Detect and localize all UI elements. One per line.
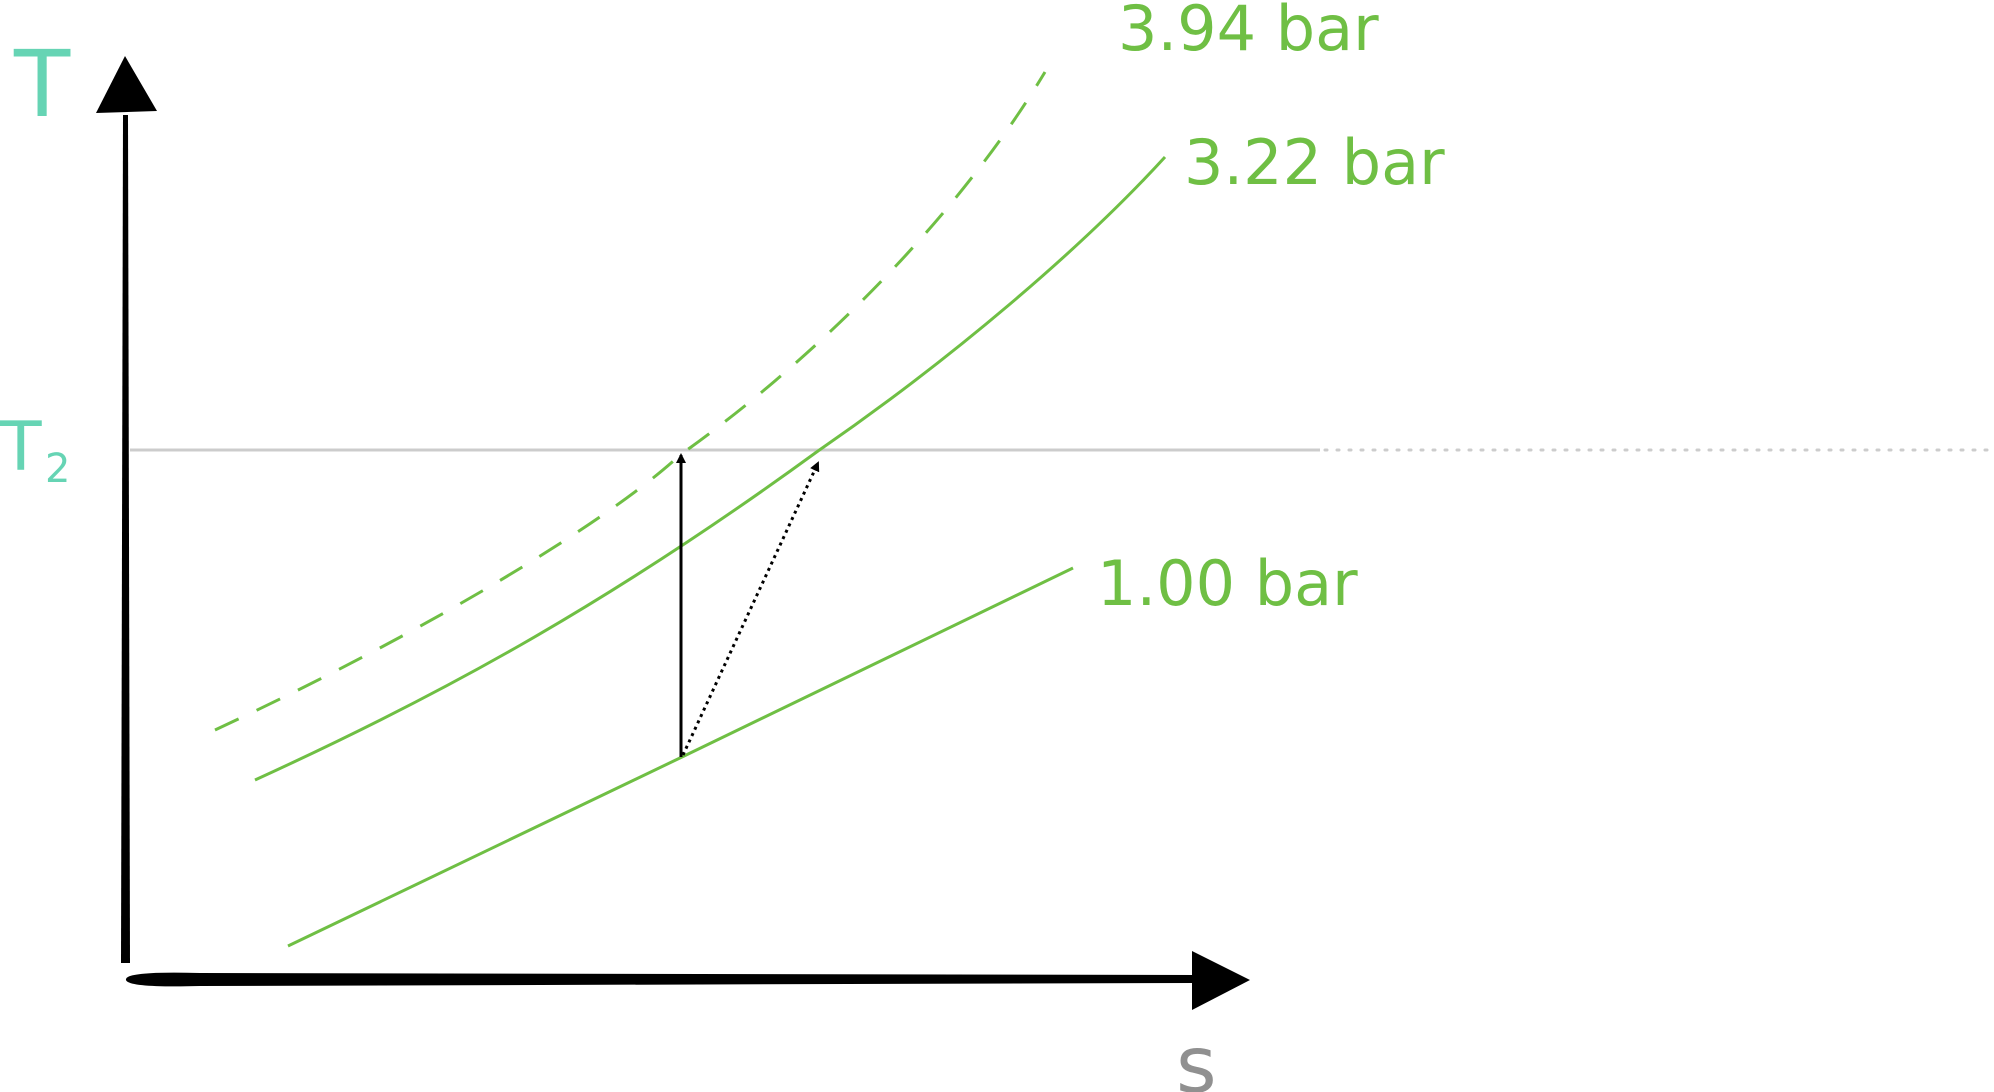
entropy-axis-line xyxy=(125,972,1195,987)
t2-subscript: 2 xyxy=(45,446,70,492)
isobar-curve-3-22-bar xyxy=(254,155,1167,782)
temperature-axis-label: T xyxy=(13,31,71,138)
isobar-label-3-22-bar: 3.22 bar xyxy=(1184,126,1445,199)
entropy-axis-label: s xyxy=(1176,1021,1217,1092)
isobar-label-1-00-bar: 1.00 bar xyxy=(1097,547,1358,620)
actual-compression-arrow xyxy=(681,461,820,756)
t2-label: T xyxy=(0,408,42,487)
temperature-axis-line xyxy=(121,115,130,963)
isobar-curve-3-94-bar xyxy=(214,71,1047,732)
temperature-axis-arrowhead xyxy=(96,56,157,113)
isobar-label-3-94-bar: 3.94 bar xyxy=(1118,0,1379,65)
entropy-axis-arrowhead xyxy=(1192,951,1250,1010)
